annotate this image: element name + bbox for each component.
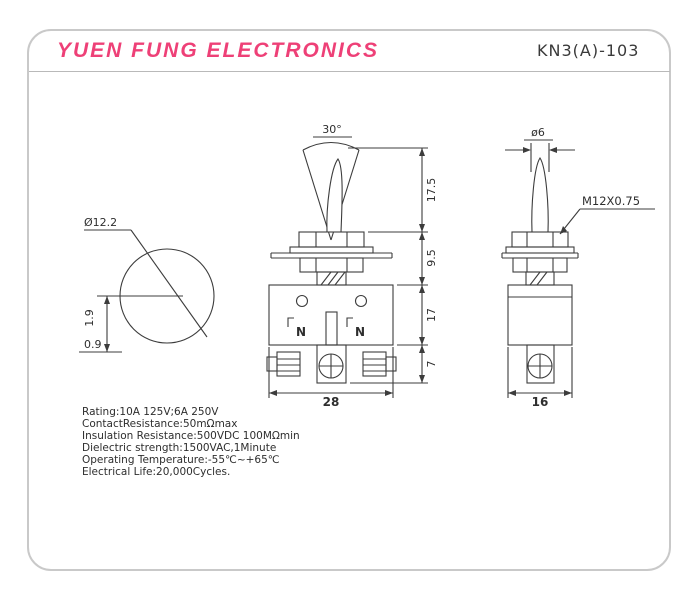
bushing-side: [525, 271, 555, 286]
dim-body-label: 17: [425, 308, 438, 322]
hole-diameter-label: Ø12.2: [84, 216, 117, 229]
toggle-lever-side: [531, 157, 549, 233]
switch-body-front: [268, 284, 394, 346]
spec-line-insulation-resistance: Insulation Resistance:500VDC 100MΩmin: [82, 430, 300, 442]
center-terminal-front: [316, 344, 347, 384]
lever-diameter-label: ø6: [531, 126, 545, 139]
top-view-drawing: [79, 229, 215, 353]
part-number: KN3(A)-103: [537, 41, 640, 60]
side-view-drawing: [501, 139, 655, 398]
spec-line-dielectric-strength: Dielectric strength:1500VAC,1Minute: [82, 442, 277, 454]
dim-bushing-label: 9.5: [425, 249, 438, 267]
spec-line-contact-resistance: ContactResistance:50mΩmax: [82, 418, 238, 430]
right-terminal: [362, 351, 387, 377]
header-divider: [29, 71, 670, 72]
dimension-labels: Ø12.2 1.9 0.9 30° 17.5 9.5 17 7 28 N N ø…: [83, 123, 640, 409]
front-view-drawing: [266, 136, 397, 384]
keyway-dim-a-label: 1.9: [83, 309, 96, 327]
dim-terminal-label: 7: [425, 361, 438, 368]
spec-line-electrical-life: Electrical Life:20,000Cycles.: [82, 466, 231, 478]
center-terminal-side: [526, 344, 555, 384]
switch-body-side: [507, 284, 573, 346]
thread-spec-label: M12X0.75: [582, 194, 640, 208]
throw-angle-label: 30°: [322, 123, 342, 136]
dim-width-side-label: 16: [532, 395, 549, 409]
bushing-front: [316, 271, 347, 286]
company-logo: YUEN FUNG ELECTRONICS: [57, 39, 380, 62]
toggle-lever-front: [326, 158, 343, 233]
page-border: [27, 29, 671, 571]
specifications-block: Rating:10A 125V;6A 250V ContactResistanc…: [82, 406, 300, 478]
hex-nut-side: [511, 231, 569, 248]
keyway-dim-b-label: 0.9: [84, 338, 102, 351]
dim-width-front-label: 28: [323, 395, 340, 409]
spec-line-rating: Rating:10A 125V;6A 250V: [82, 406, 219, 418]
marking-n-left: N: [296, 325, 306, 339]
marking-n-right: N: [355, 325, 365, 339]
spec-line-operating-temperature: Operating Temperature:-55℃~+65℃: [82, 454, 280, 466]
dimension-arrows: [104, 147, 572, 396]
left-terminal: [276, 351, 301, 377]
dim-lever-height-label: 17.5: [425, 178, 438, 203]
